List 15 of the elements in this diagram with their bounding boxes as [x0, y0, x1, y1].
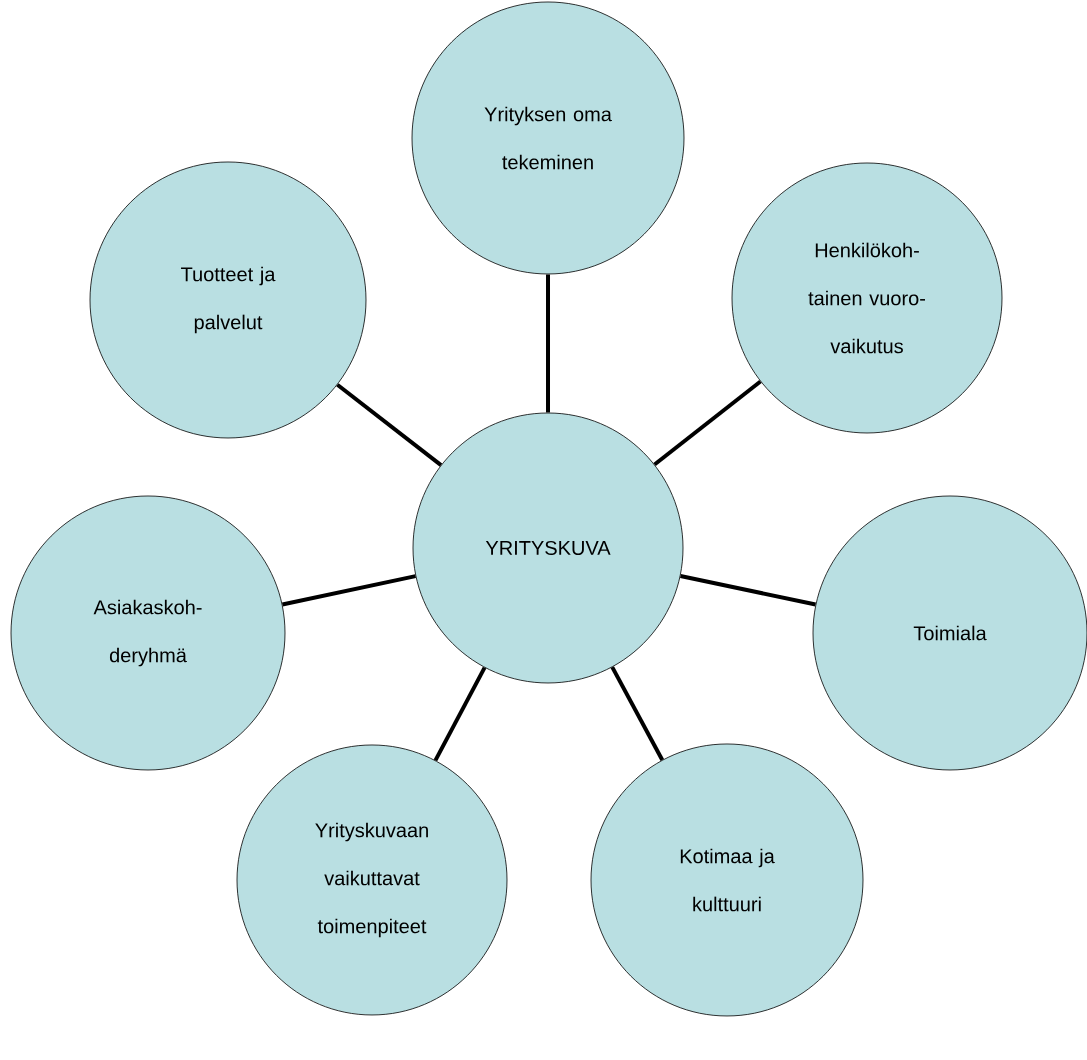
circle-node: Henkilökoh- tainen vuoro- vaikutus: [731, 162, 1003, 434]
circle-node: Yrityskuvaan vaikuttavat toimenpiteet: [236, 744, 508, 1016]
circle-node: Tuotteet ja palvelut: [89, 161, 367, 439]
connector-line: [610, 666, 665, 761]
circle-node: Toimiala: [812, 495, 1087, 771]
circle-node: Asiakaskoh- deryhmä: [10, 495, 286, 771]
connector-line: [680, 574, 816, 607]
circle-node: YRITYSKUVA: [412, 412, 684, 684]
connector-line: [433, 666, 487, 762]
connector-line: [282, 574, 416, 607]
connector-line: [653, 379, 762, 467]
connector-line: [546, 274, 550, 413]
circle-node: Yrityksen oma tekeminen: [411, 1, 685, 275]
circle-node: Kotimaa ja kulttuuri: [590, 743, 864, 1017]
connector-line: [336, 383, 443, 467]
